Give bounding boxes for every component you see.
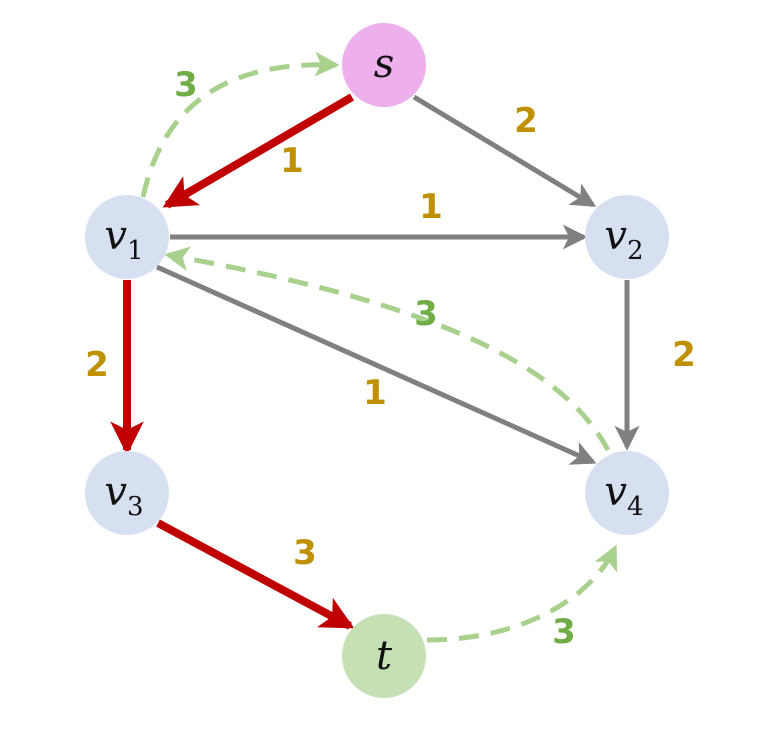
- weight-v1-v3: 2: [85, 345, 109, 385]
- edge-residual-v4-v1: [164, 246, 611, 452]
- weight-s-v1: 1: [280, 141, 304, 181]
- edge-v1-v4: [155, 264, 597, 465]
- node-v1-name: v: [104, 213, 127, 259]
- node-s: s: [342, 23, 426, 107]
- node-s-name: s: [374, 41, 395, 87]
- edge-s-v1: [162, 93, 355, 209]
- weight-v3-t: 3: [293, 533, 317, 573]
- svg-text:v4: v4: [604, 469, 643, 522]
- node-v3: v3: [85, 451, 169, 535]
- weight-residual-v4-v1: 3: [414, 294, 438, 334]
- node-v2-sub: 2: [627, 236, 644, 266]
- weight-s-v2: 2: [514, 101, 538, 141]
- node-v1: v1: [85, 195, 169, 279]
- edge-s-v2: [412, 94, 597, 208]
- node-t-name: t: [376, 633, 393, 679]
- weight-v2-v4: 2: [672, 335, 696, 375]
- node-v1-sub: 1: [127, 236, 144, 266]
- edge-residual-v1-s: [140, 51, 340, 198]
- node-t: t: [342, 614, 426, 698]
- edge-residual-t-v4: [426, 544, 618, 643]
- svg-text:t: t: [376, 633, 393, 679]
- node-v4-sub: 4: [627, 492, 644, 522]
- svg-text:v2: v2: [604, 213, 643, 266]
- node-v3-name: v: [104, 469, 127, 515]
- node-v4-name: v: [604, 469, 627, 515]
- weight-residual-t-v4: 3: [552, 612, 576, 652]
- svg-text:v1: v1: [104, 213, 143, 266]
- node-v2: v2: [585, 195, 669, 279]
- svg-text:v3: v3: [104, 469, 143, 522]
- weight-residual-v1-s: 3: [174, 65, 198, 105]
- node-v4: v4: [585, 451, 669, 535]
- edge-v3-t: [156, 519, 355, 630]
- node-v2-name: v: [604, 213, 627, 259]
- weight-v1-v2: 1: [419, 187, 443, 227]
- svg-text:s: s: [374, 41, 395, 87]
- node-v3-sub: 3: [127, 492, 144, 522]
- weight-v1-v4: 1: [363, 373, 387, 413]
